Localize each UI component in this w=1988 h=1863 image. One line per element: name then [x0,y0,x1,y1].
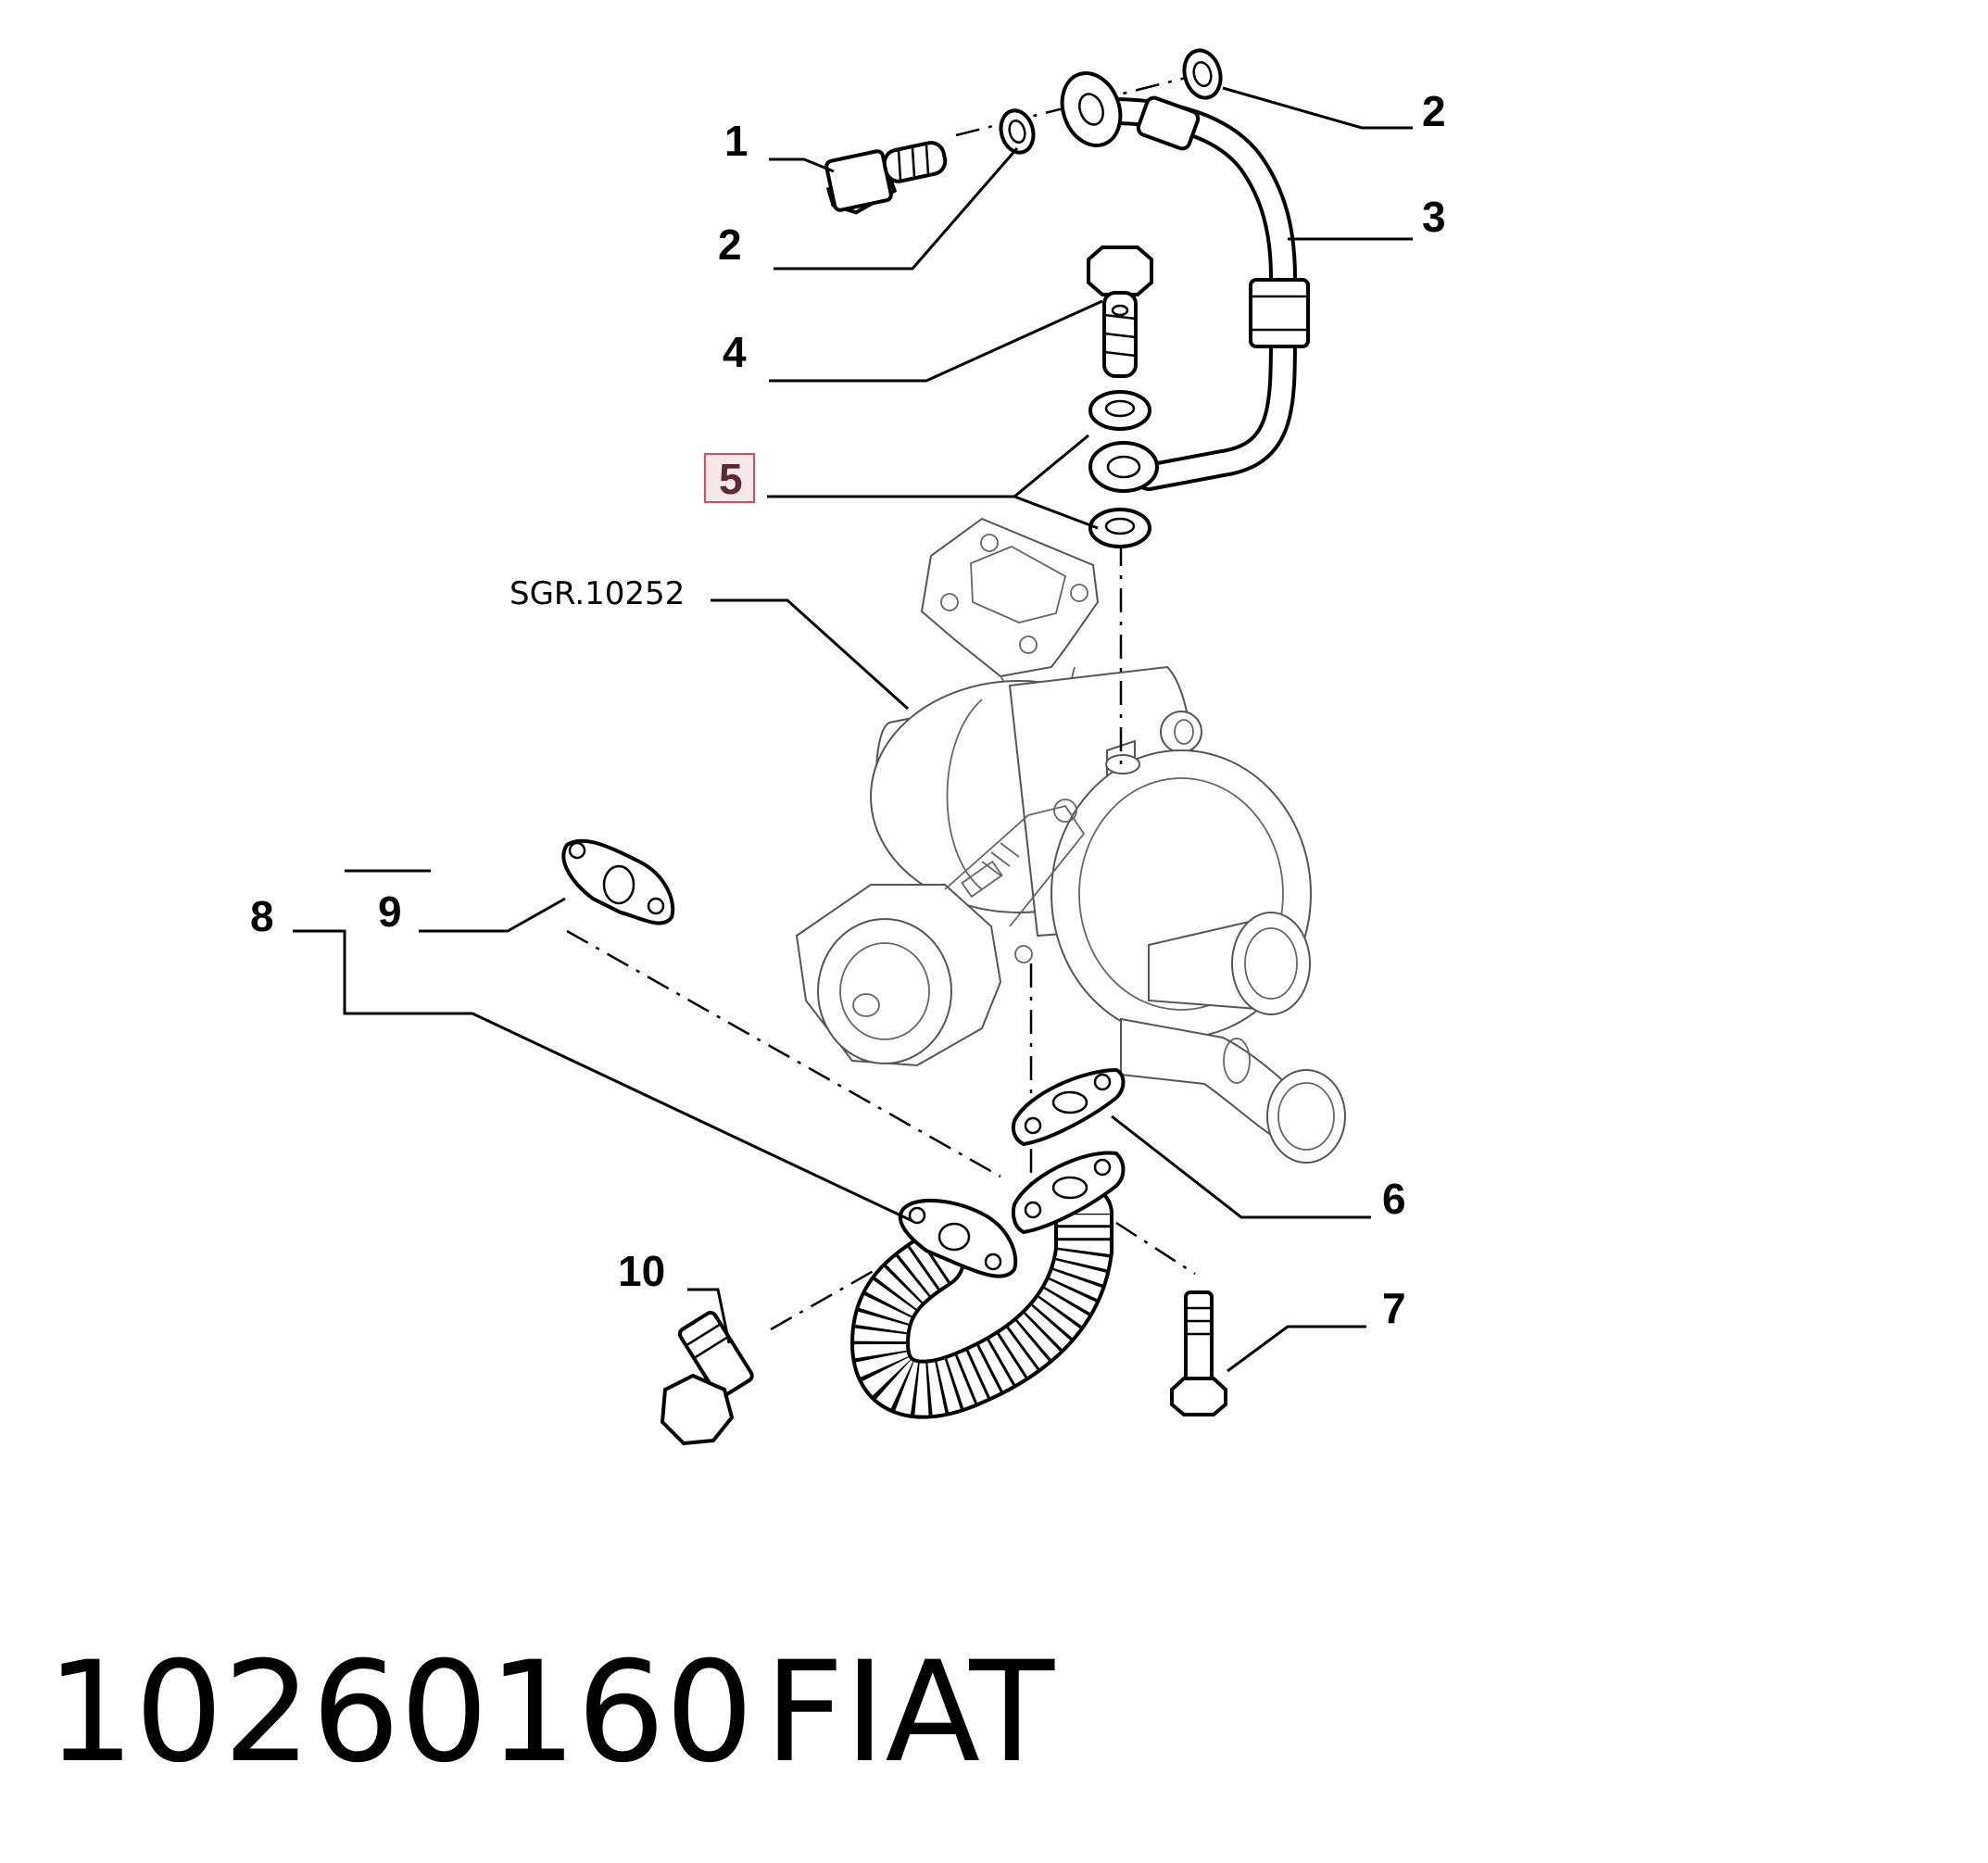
callout-4: 4 [723,328,747,376]
leader-lines [293,86,1413,1373]
callout-9: 9 [378,887,402,936]
callout-5: 5 [719,455,743,503]
washer-part-2b [1182,48,1223,100]
oil-feed-pipe-part-3 [1060,71,1310,493]
bolt-part-7 [1170,1290,1227,1416]
callout-8: 8 [250,892,274,940]
callout-6: 6 [1382,1175,1406,1223]
callout-10: 10 [618,1247,665,1295]
assembly-axes [566,76,1196,1331]
banjo-bolt-part-4 [1087,245,1153,378]
part-number: 10260160 [46,1632,753,1794]
callout-1: 1 [724,117,749,165]
turbocharger-assembly [795,517,1346,1164]
gasket-part-9 [561,838,675,925]
washers-part-5 [1088,390,1151,548]
reference-label: SGR.10252 [510,575,685,612]
washer-part-2a [999,108,1036,155]
bolt-part-10 [660,1311,754,1446]
banjo-bolt-part-1 [824,141,948,215]
gasket-part-6 [1011,1067,1126,1147]
callout-3: 3 [1422,193,1446,241]
brand-name: FIAT [764,1632,1055,1794]
callout-7: 7 [1382,1284,1406,1332]
callout-2-left: 2 [718,220,742,269]
oil-return-pipe-part-8 [849,1151,1126,1419]
callout-2-right: 2 [1422,87,1446,135]
callout-5-highlight[interactable]: 5 [704,453,755,503]
